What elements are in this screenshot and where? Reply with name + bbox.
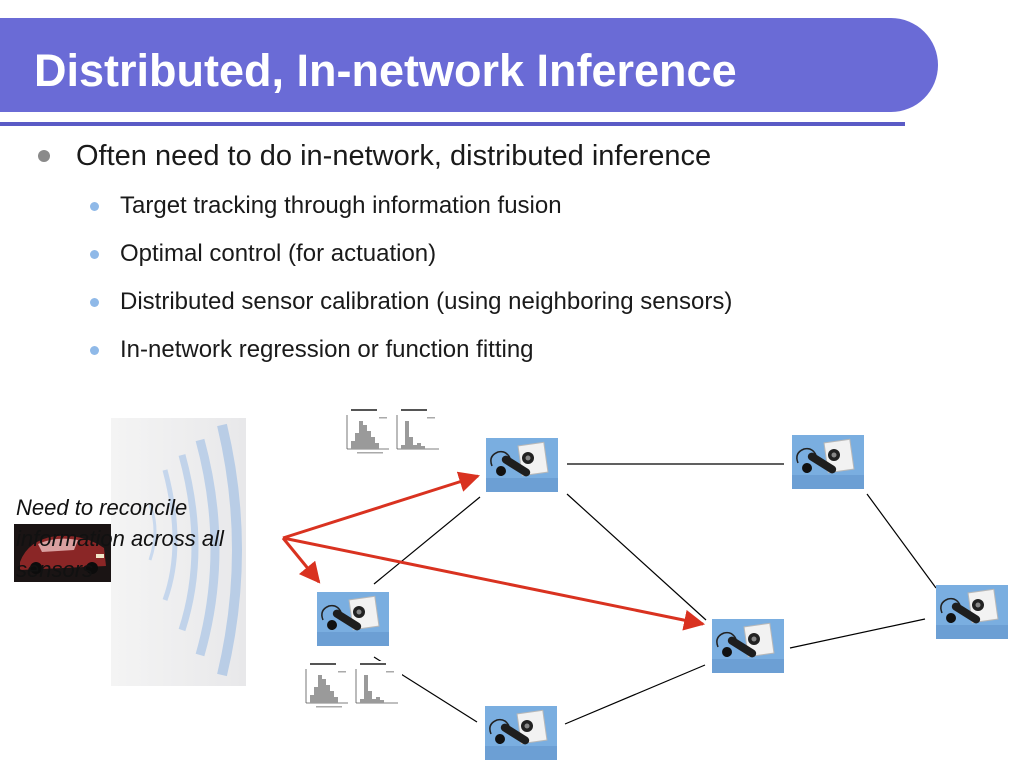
link-line — [564, 664, 706, 725]
sensor-icon — [792, 435, 864, 489]
title-bar — [0, 18, 938, 112]
link-line — [866, 493, 937, 589]
bullet-dot-icon — [38, 150, 50, 162]
subbullet-sensor-calibration: Distributed sensor calibration (using ne… — [90, 287, 732, 317]
link-line — [789, 618, 926, 649]
bullet-main: Often need to do in-network, distributed… — [38, 138, 711, 174]
subbullet-dot-icon — [90, 201, 99, 211]
sensor-icon — [712, 619, 784, 673]
link-line — [566, 493, 707, 621]
subbullet-dot-icon — [90, 297, 99, 307]
signal-arrows — [281, 471, 706, 631]
arrow-to-sensor — [282, 471, 481, 540]
link-line — [373, 496, 481, 585]
histogram-thumbnail-icon — [298, 661, 402, 709]
subbullet-dot-icon — [90, 249, 99, 259]
subbullet-regression: In-network regression or function fittin… — [90, 335, 534, 365]
subbullet-text: Distributed sensor calibration (using ne… — [120, 288, 733, 315]
bullet-main-text: Often need to do in-network, distributed… — [76, 139, 712, 172]
arrow-to-sensor — [282, 536, 706, 631]
subbullet-text: Target tracking through information fusi… — [120, 192, 562, 219]
title-underline — [0, 122, 905, 126]
subbullet-text: Optimal control (for actuation) — [120, 240, 437, 267]
subbullet-text: In-network regression or function fittin… — [120, 336, 534, 363]
arrow-to-sensor — [281, 537, 321, 584]
signal-wave-panel — [111, 418, 246, 686]
sensor-icon — [486, 438, 558, 492]
slide-title: Distributed, In-network Inference — [34, 45, 737, 96]
network-links — [373, 463, 937, 725]
histogram-thumbnail-icon — [339, 407, 443, 455]
subbullet-dot-icon — [90, 345, 99, 355]
sensor-icon — [317, 592, 389, 646]
reconcile-note: Need to reconcile information across all… — [16, 495, 224, 582]
car-icon — [14, 524, 111, 582]
subbullet-target-tracking: Target tracking through information fusi… — [90, 191, 562, 221]
subbullet-optimal-control: Optimal control (for actuation) — [90, 239, 436, 269]
sensor-icon — [485, 706, 557, 760]
sensor-icon — [936, 585, 1008, 639]
